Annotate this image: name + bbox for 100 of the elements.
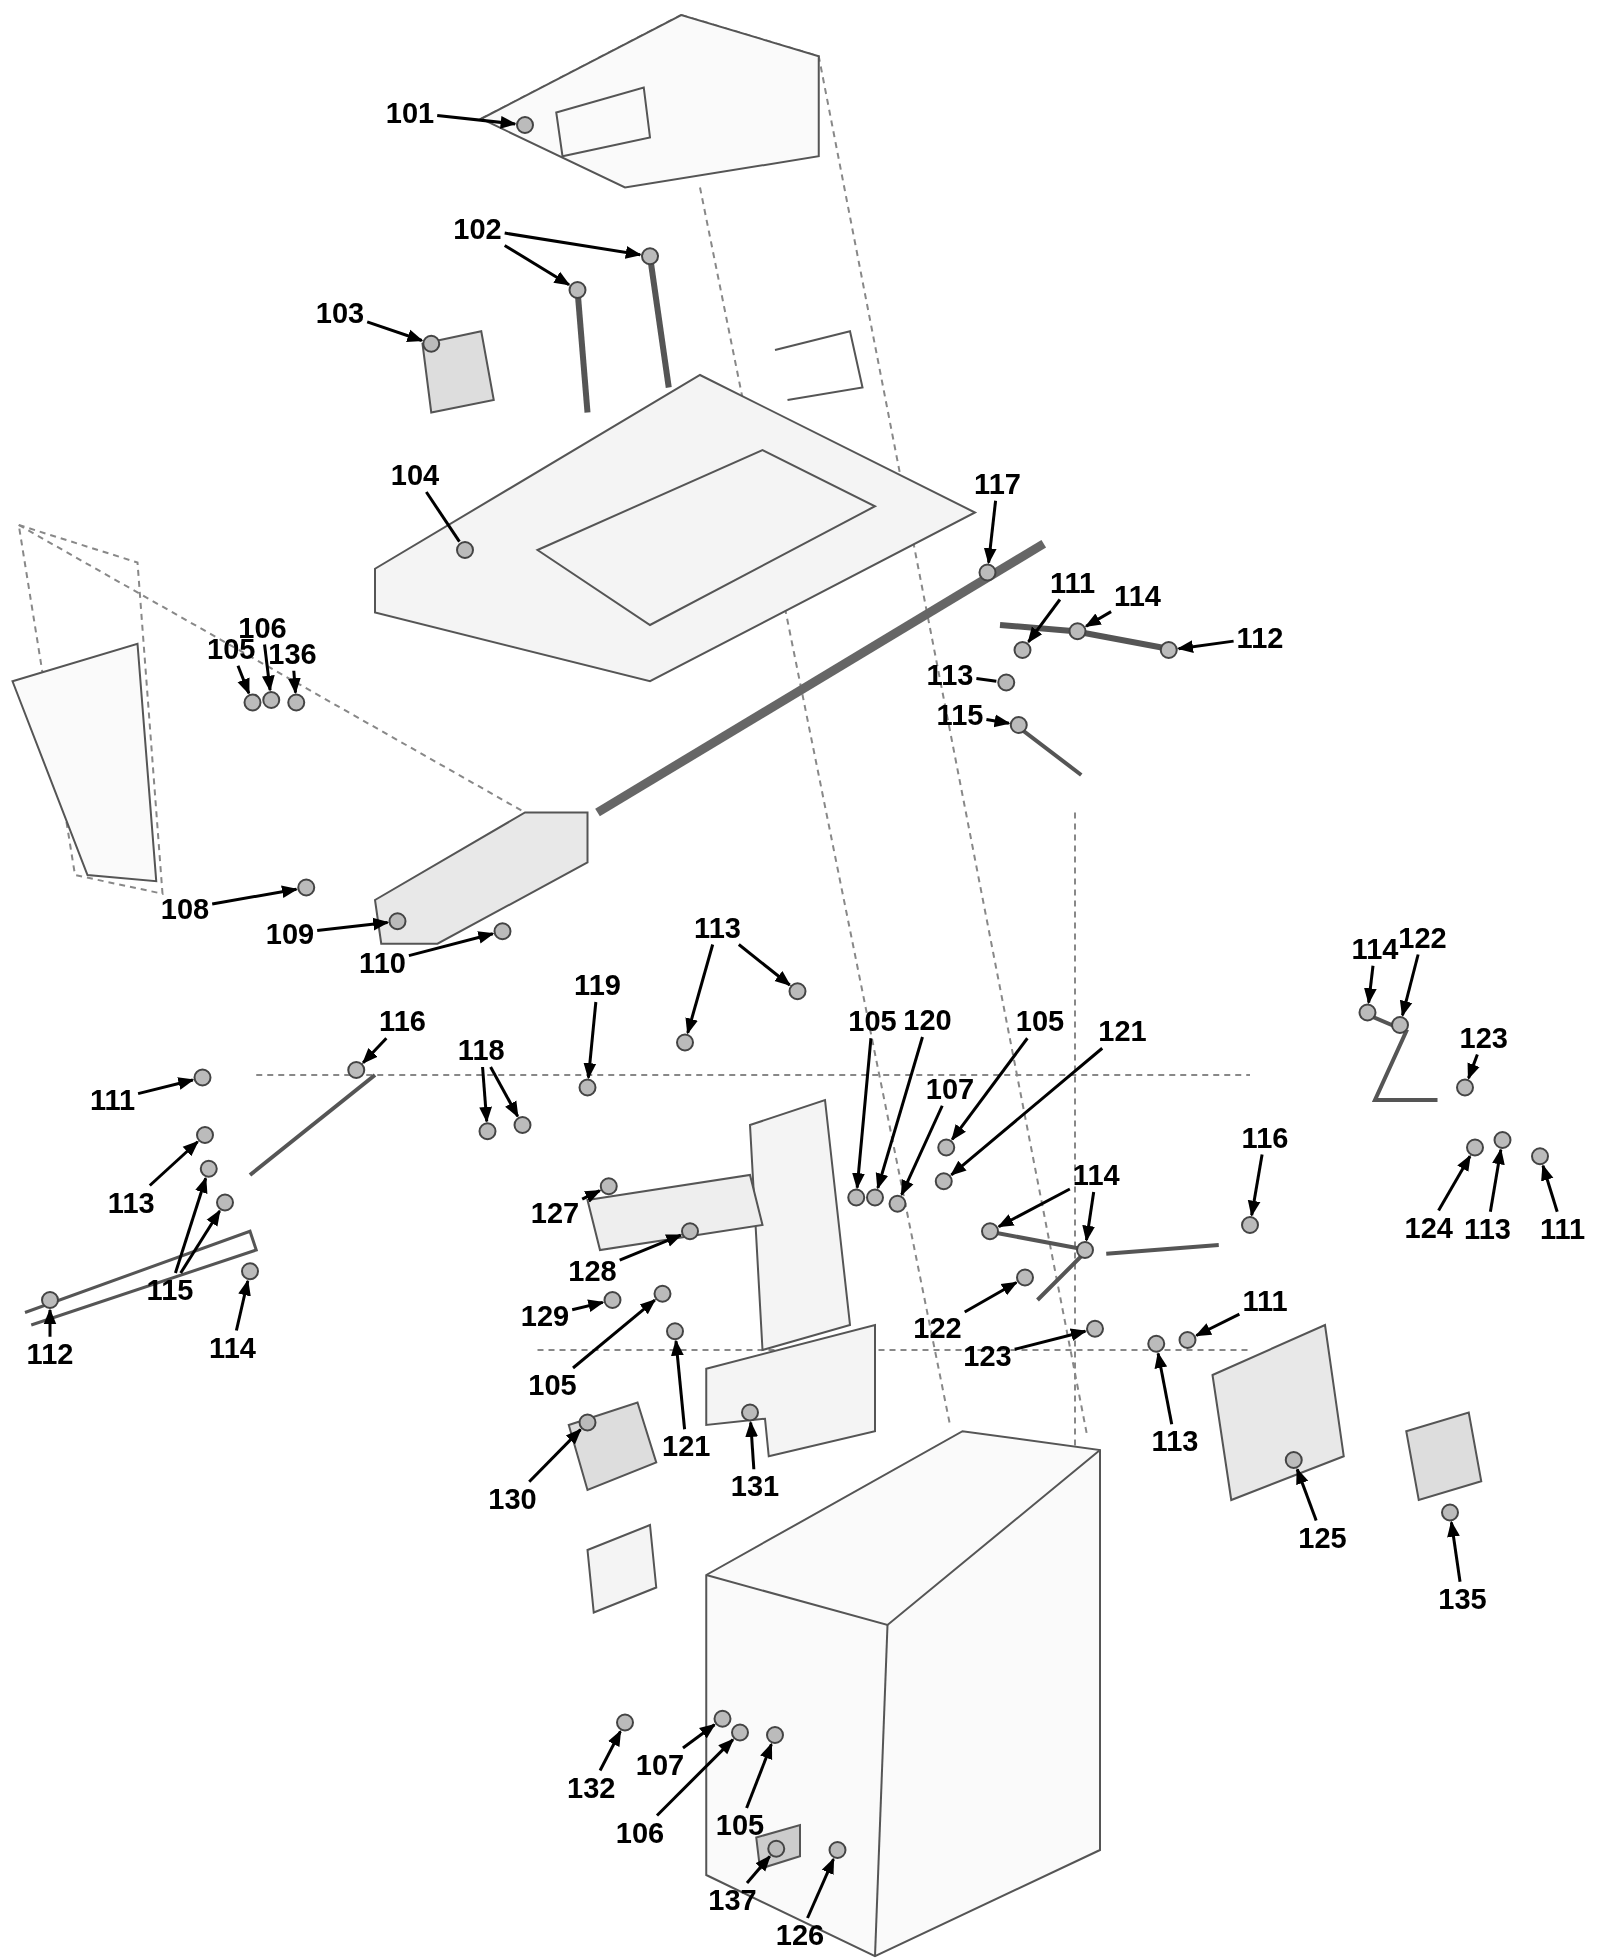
leader-line	[1541, 1164, 1559, 1213]
leader-line	[951, 1037, 1029, 1141]
callout-number: 107	[635, 1750, 685, 1780]
callout-number: 114	[1351, 933, 1399, 964]
leader-line	[1295, 1467, 1318, 1521]
callout-number: 117	[974, 468, 1021, 499]
callout-number: 114	[1072, 1160, 1120, 1190]
callout-number: 105	[1015, 1006, 1065, 1037]
leader-line	[963, 1281, 1018, 1314]
leader-line	[900, 1105, 944, 1197]
leader-line	[1399, 954, 1420, 1017]
part-drawing	[1358, 1003, 1377, 1022]
part-drawing	[199, 1159, 218, 1178]
leader-line	[1177, 639, 1234, 654]
part-drawing	[578, 1078, 597, 1097]
callout-number: 120	[903, 1005, 952, 1035]
leader-line	[43, 1308, 57, 1337]
part-drawing	[216, 1193, 234, 1212]
leader-line	[236, 665, 251, 695]
leader-line	[437, 113, 517, 129]
leader-line	[983, 500, 998, 565]
leader-line	[1082, 1191, 1096, 1242]
part-drawing	[653, 1284, 672, 1303]
callout-number: 123	[963, 1341, 1012, 1372]
part-drawing	[1147, 1334, 1166, 1353]
leader-line	[234, 1279, 251, 1331]
part-drawing	[297, 878, 316, 897]
part-drawing	[997, 673, 1016, 692]
part-drawing	[676, 1033, 694, 1052]
leader-line	[997, 1187, 1071, 1228]
callout-number: 126	[775, 1920, 825, 1950]
leader-line	[875, 1036, 924, 1190]
callout-number: 114	[209, 1332, 256, 1363]
leader-line	[137, 1077, 195, 1096]
part-drawing	[1086, 1319, 1104, 1338]
leader-line	[1084, 610, 1112, 628]
part-drawing	[713, 1709, 732, 1728]
part-drawing	[1466, 1138, 1484, 1157]
leader-line	[362, 1037, 388, 1064]
callout-number: 112	[1236, 622, 1284, 653]
leader-line	[174, 1176, 208, 1274]
callout-number: 113	[107, 1187, 155, 1218]
part-drawing	[1013, 641, 1032, 659]
part-drawing	[262, 691, 281, 709]
callout-number: 135	[1438, 1583, 1487, 1614]
callout-number: 121	[1098, 1016, 1147, 1047]
part-drawing	[888, 1194, 907, 1213]
part-drawing	[568, 281, 587, 299]
part-drawing	[241, 1262, 259, 1281]
leader-line	[745, 1742, 773, 1809]
callout-number: 111	[1049, 567, 1096, 598]
part-drawing	[599, 1177, 618, 1196]
leader-line	[571, 1299, 605, 1312]
callout-number: 136	[268, 638, 317, 669]
callout-number: 113	[694, 912, 741, 943]
leader-line	[1437, 1154, 1472, 1212]
callout-number: 112	[26, 1338, 74, 1369]
callout-number: 132	[567, 1772, 616, 1803]
leader-line	[572, 1298, 657, 1370]
part-drawing	[766, 1726, 784, 1744]
leader-line	[671, 1339, 687, 1430]
part-drawing	[243, 693, 262, 712]
callout-number: 127	[530, 1197, 580, 1228]
leader-line	[1014, 1328, 1087, 1351]
part-drawing	[1241, 1216, 1259, 1234]
callout-number: 113	[1464, 1213, 1511, 1244]
callout-number: 105	[528, 1370, 577, 1400]
callout-number: 116	[379, 1006, 426, 1037]
part-drawing	[847, 1188, 866, 1207]
leader-line	[685, 944, 715, 1035]
part-drawing	[1068, 622, 1087, 641]
leader-line	[583, 1001, 598, 1080]
callout-number: 111	[89, 1085, 136, 1115]
part-drawing	[1009, 716, 1028, 734]
leader-line	[366, 320, 424, 342]
callout-number: 104	[390, 460, 440, 490]
callout-number: 108	[160, 893, 210, 924]
callout-number: 128	[568, 1256, 617, 1287]
callout-number: 115	[936, 700, 984, 730]
callout-number: 130	[488, 1483, 537, 1514]
part-drawing	[641, 247, 659, 266]
callout-number: 111	[1539, 1213, 1586, 1244]
leader-line	[745, 1420, 759, 1470]
callout-number: 122	[1398, 922, 1447, 953]
leader-line	[806, 1857, 835, 1919]
callout-number: 113	[1151, 1426, 1199, 1457]
leader-line	[425, 491, 461, 543]
part-drawing	[866, 1188, 884, 1207]
leader-line	[986, 714, 1011, 728]
part-drawing	[478, 1122, 497, 1141]
leader-line	[1447, 1520, 1462, 1582]
leader-line	[288, 670, 301, 695]
callout-number: 115	[146, 1275, 194, 1305]
callout-number: 110	[359, 947, 406, 978]
part-drawing	[978, 563, 997, 582]
callout-number: 111	[1242, 1286, 1288, 1317]
leader-line	[1154, 1352, 1174, 1425]
callout-number: 116	[1241, 1122, 1289, 1153]
leader-line	[261, 644, 275, 692]
callout-number: 125	[1298, 1522, 1347, 1553]
